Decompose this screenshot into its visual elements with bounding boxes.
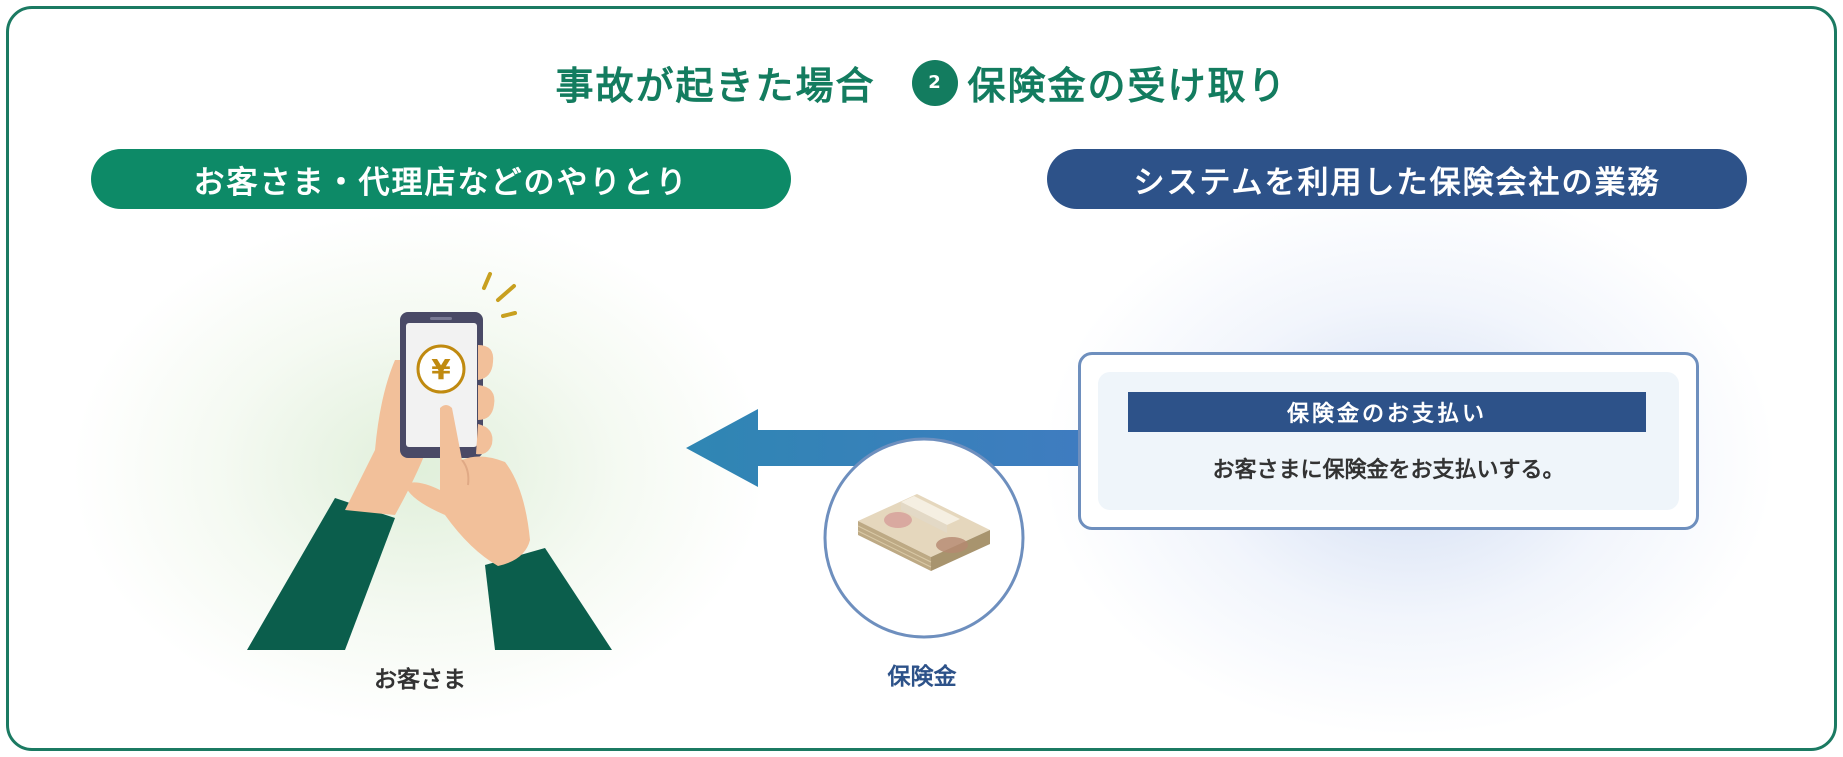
money-icon (823, 437, 1025, 639)
title-step-label: 保険金の受け取り (967, 64, 1288, 108)
payment-process-title: 保険金のお支払い (1128, 392, 1646, 432)
system-section-heading-text: システムを利用した保険会社の業務 (1133, 164, 1661, 201)
customer-phone-illustration: ¥ (247, 272, 612, 650)
customer-section-heading: お客さま・代理店などのやりとり (91, 149, 791, 209)
payment-process-box: 保険金のお支払い お客さまに保険金をお支払いする。 (1078, 352, 1699, 530)
system-section-heading: システムを利用した保険会社の業務 (1047, 149, 1747, 209)
yen-icon: ¥ (431, 353, 451, 386)
left-background-glow (69, 209, 769, 729)
customer-label: お客さま (374, 667, 466, 693)
payment-process-box-inner: 保険金のお支払い お客さまに保険金をお支払いする。 (1098, 372, 1679, 510)
money-label: 保険金 (887, 664, 957, 690)
payment-process-description: お客さまに保険金をお支払いする。 (1212, 458, 1565, 483)
customer-section-heading-text: お客さま・代理店などのやりとり (193, 164, 689, 201)
page-title: 事故が起きた場合 2 保険金の受け取り (9, 55, 1834, 110)
step-number-badge: 2 (911, 59, 958, 106)
title-main: 事故が起きた場合 (555, 64, 876, 108)
